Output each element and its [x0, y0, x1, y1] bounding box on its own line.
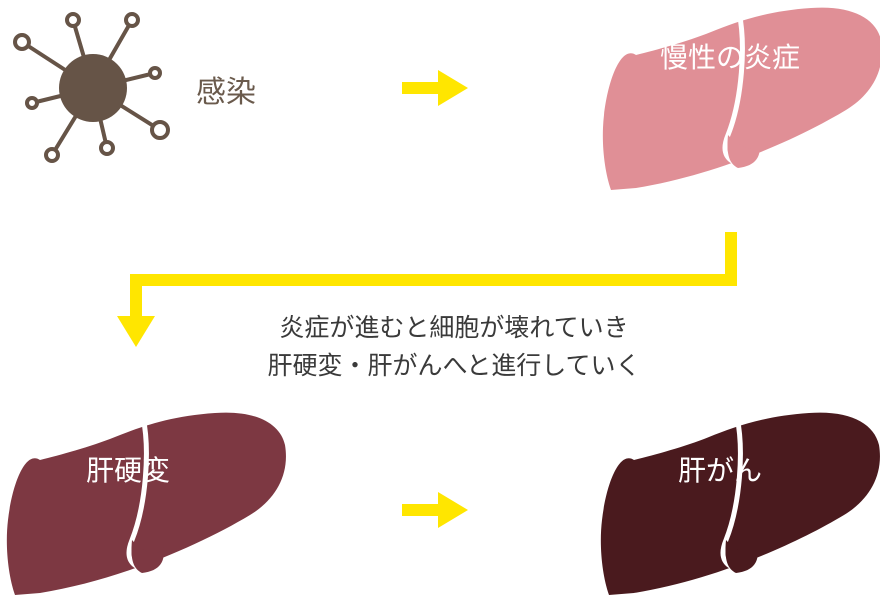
caption-line-1: 炎症が進むと細胞が壊れていき	[279, 313, 629, 342]
liver-icon	[602, 7, 880, 190]
stage-infection-label: 感染	[196, 75, 256, 110]
arrow-down-connector-icon	[117, 232, 737, 347]
liver-icon	[6, 412, 286, 595]
stage-cirrhosis-label: 肝硬変	[85, 454, 170, 487]
arrow-right-2-icon	[402, 492, 468, 528]
arrow-right-1-icon	[402, 70, 468, 106]
liver-icon	[600, 412, 880, 595]
stage-cancer-label: 肝がん	[677, 454, 762, 487]
virus-icon	[13, 12, 170, 163]
stage-chronic-inflammation-label: 慢性の炎症	[659, 41, 800, 74]
caption-line-2: 肝硬変・肝がんへと進行していく	[267, 351, 641, 380]
